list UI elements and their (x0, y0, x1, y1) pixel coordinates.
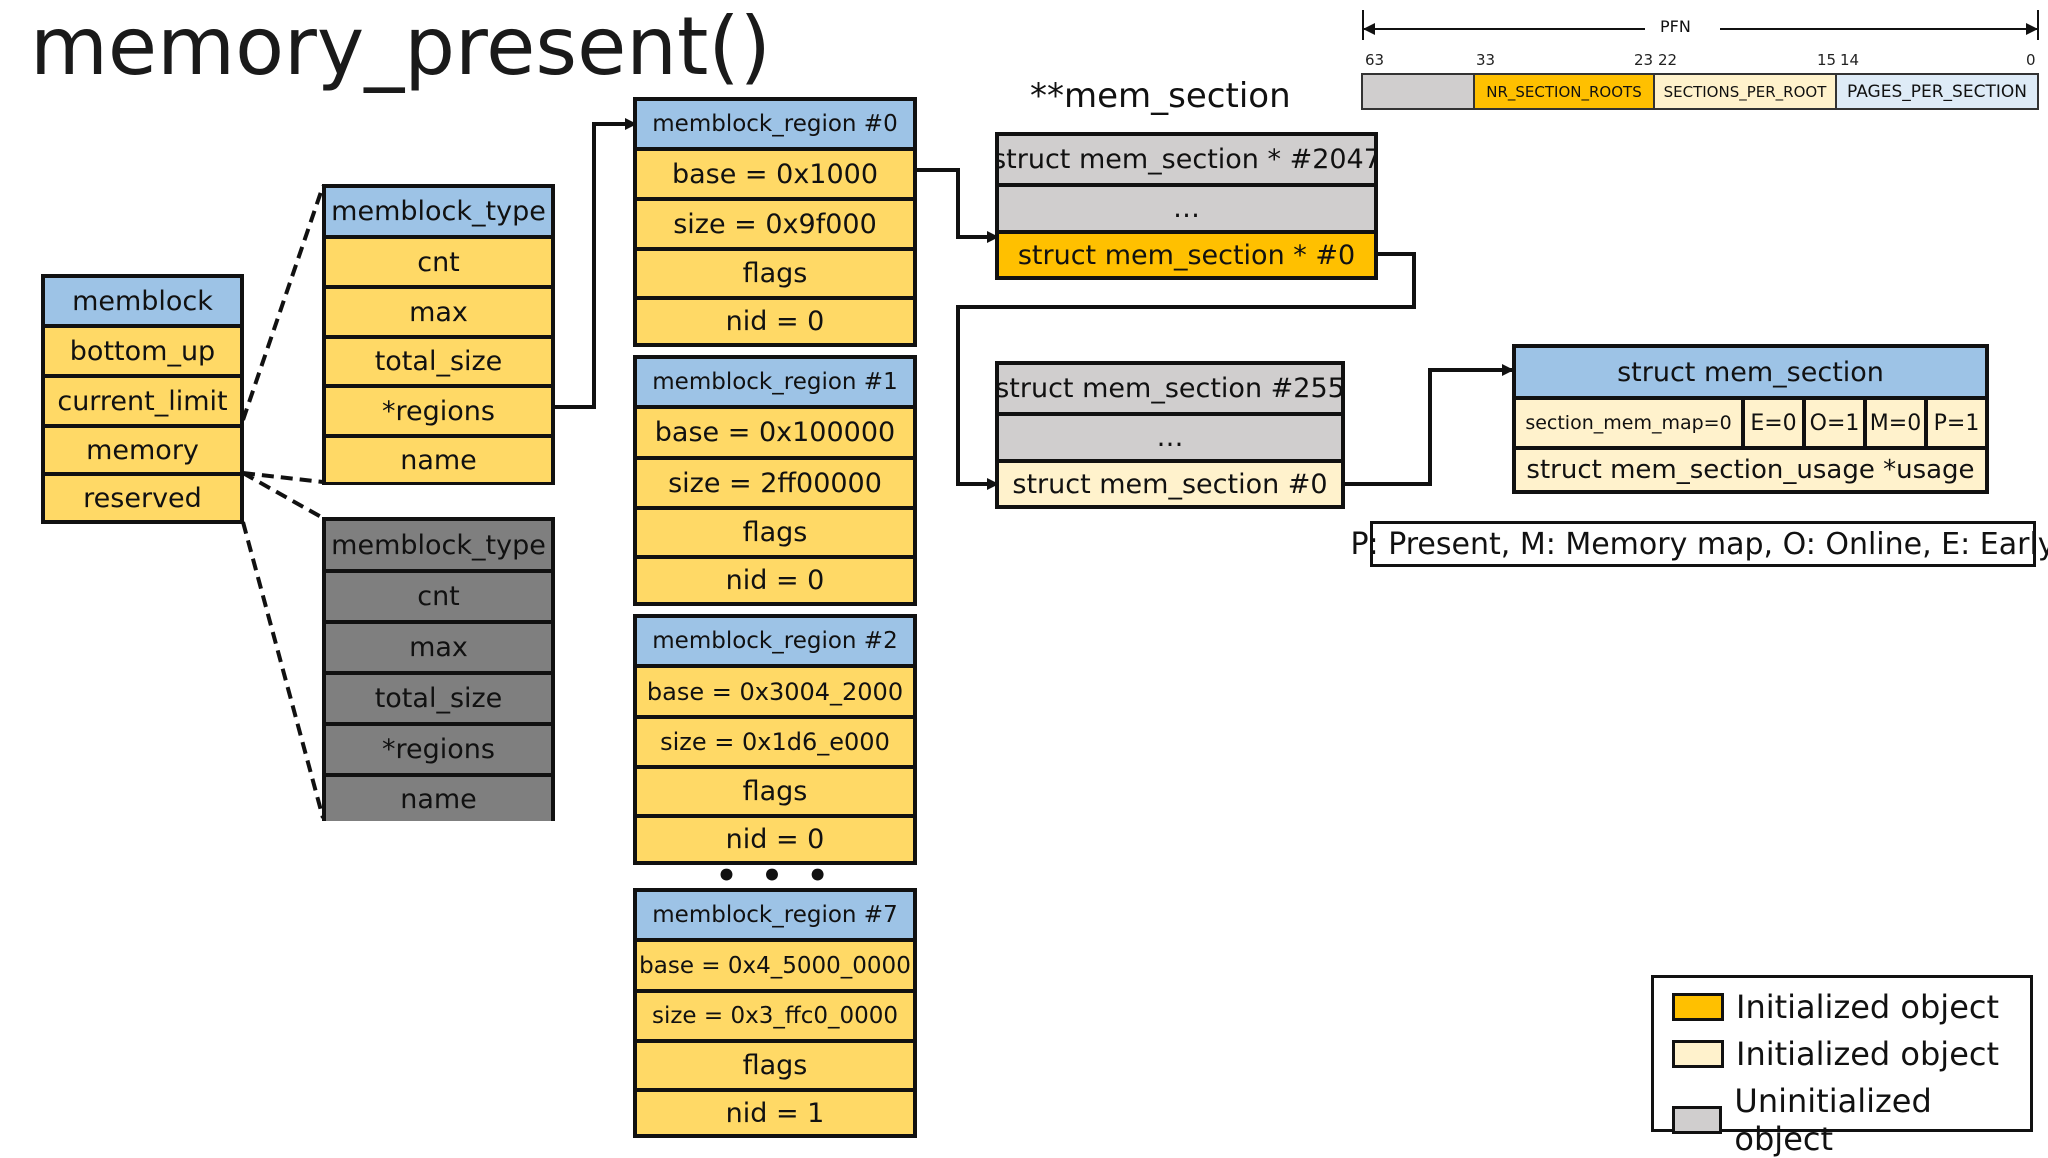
flag-online: O=1 (1802, 400, 1863, 446)
memblock-field-memory: memory (45, 424, 240, 472)
memblock-field-reserved: reserved (45, 472, 240, 520)
memblock-type-field-name: name (326, 773, 551, 821)
pfn-segment-unused (1361, 73, 1475, 110)
region-field-nid: nid = 0 (637, 555, 913, 602)
memblock-type-field-cnt: cnt (326, 235, 551, 285)
flag-memory-map: M=0 (1863, 400, 1924, 446)
memblock-region-7: memblock_region #7 base = 0x4_5000_0000 … (633, 888, 917, 1138)
pfn-label: PFN (1660, 17, 1691, 36)
memblock-struct: memblock bottom_up current_limit memory … (41, 274, 244, 524)
pfn-bit-33: 33 (1476, 51, 1496, 69)
pfn-segment-pages-per-section: PAGES_PER_SECTION (1835, 73, 2039, 110)
pfn-bit-15: 15 (1817, 51, 1837, 69)
struct-mem-section-flags-row: section_mem_map=0 E=0 O=1 M=0 P=1 (1516, 396, 1985, 446)
root-entry-2047: struct mem_section * #2047 (999, 136, 1374, 183)
memblock-type-field-total-size: total_size (326, 335, 551, 384)
memblock-region-1: memblock_region #1 base = 0x100000 size … (633, 355, 917, 606)
root-to-section-arrow (956, 252, 1416, 490)
region-field-base: base = 0x4_5000_0000 (637, 938, 913, 989)
legend-swatch (1672, 1106, 1723, 1134)
legend-swatch (1672, 1040, 1724, 1068)
pfn-bit-14: 14 (1840, 51, 1860, 69)
memory-expand-line-top (241, 185, 325, 421)
struct-mem-section-header: struct mem_section (1516, 348, 1985, 396)
page-title: memory_present() (30, 0, 771, 93)
pfn-bit-0: 0 (2026, 51, 2036, 69)
pfn-bit-22: 22 (1658, 51, 1678, 69)
memblock-type-field-max: max (326, 285, 551, 335)
reserved-expand-line-bottom (241, 521, 325, 819)
memblock-region-2: memblock_region #2 base = 0x3004_2000 si… (633, 614, 917, 865)
memblock-type-field-cnt: cnt (326, 569, 551, 620)
root-entry-ellipsis: … (999, 183, 1374, 230)
region-field-flags: flags (637, 1039, 913, 1088)
memblock-type-field-regions: *regions (326, 722, 551, 773)
legend-label: Uninitialized object (1734, 1082, 1932, 1158)
pfn-segment-sections-per-root: SECTIONS_PER_ROOT (1653, 73, 1837, 110)
root-entry-0: struct mem_section * #0 (999, 230, 1374, 276)
region-field-size: size = 0x3_ffc0_0000 (637, 989, 913, 1039)
region-header: memblock_region #2 (637, 618, 913, 664)
memory-expand-line-bottom (242, 471, 324, 484)
region-field-size: size = 0x1d6_e000 (637, 715, 913, 765)
pfn-bit-23: 23 (1634, 51, 1654, 69)
section-detail-arrow (1345, 364, 1514, 486)
region-header: memblock_region #7 (637, 892, 913, 938)
legend-item-cream: Initialized object (1672, 1035, 1999, 1073)
mem-section-roots: struct mem_section * #2047 … struct mem_… (995, 132, 1378, 280)
memblock-header: memblock (45, 278, 240, 324)
region-field-base: base = 0x1000 (637, 147, 913, 197)
base-to-root-arrow (917, 168, 999, 243)
color-legend: Initialized object Initialized object Un… (1651, 975, 2033, 1158)
flag-early: E=0 (1741, 400, 1802, 446)
legend-swatch (1672, 993, 1724, 1021)
section-entry-255: struct mem_section #255 (999, 365, 1341, 412)
region-field-base: base = 0x3004_2000 (637, 664, 913, 715)
mem-section-array: struct mem_section #255 … struct mem_sec… (995, 361, 1345, 509)
memblock-type-field-total-size: total_size (326, 671, 551, 722)
region-field-nid: nid = 1 (637, 1088, 913, 1134)
region-field-flags: flags (637, 247, 913, 296)
region-field-nid: nid = 0 (637, 296, 913, 343)
flag-present: P=1 (1924, 400, 1985, 446)
memblock-type-field-name: name (326, 434, 551, 482)
memblock-type-field-regions: *regions (326, 384, 551, 434)
memblock-region-0: memblock_region #0 base = 0x1000 size = … (633, 97, 917, 347)
region-field-size: size = 0x9f000 (637, 197, 913, 247)
region-field-base: base = 0x100000 (637, 405, 913, 456)
memblock-type-memory: memblock_type cnt max total_size *region… (322, 184, 555, 485)
memblock-field-current-limit: current_limit (45, 374, 240, 424)
struct-mem-section: struct mem_section section_mem_map=0 E=0… (1512, 344, 1989, 494)
regions-pointer-arrow (555, 118, 637, 409)
region-header: memblock_region #1 (637, 359, 913, 405)
region-field-nid: nid = 0 (637, 814, 913, 861)
region-field-flags: flags (637, 765, 913, 814)
section-entry-ellipsis: … (999, 412, 1341, 459)
memblock-type-header: memblock_type (326, 521, 551, 569)
section-mem-map-field: section_mem_map=0 (1525, 412, 1732, 434)
pfn-bit-63: 63 (1365, 51, 1385, 69)
legend-label: Initialized object (1736, 1035, 2000, 1073)
memblock-type-reserved: memblock_type cnt max total_size *region… (322, 517, 555, 821)
legend-label: Initialized object (1736, 988, 2000, 1026)
memblock-field-bottom-up: bottom_up (45, 324, 240, 374)
memblock-type-header: memblock_type (326, 188, 551, 235)
pfn-segment-nr-section-roots: NR_SECTION_ROOTS (1473, 73, 1655, 110)
region-field-flags: flags (637, 506, 913, 555)
struct-mem-section-usage: struct mem_section_usage *usage (1516, 446, 1985, 490)
region-header: memblock_region #0 (637, 101, 913, 147)
section-entry-0: struct mem_section #0 (999, 459, 1341, 505)
flag-legend-note: P: Present, M: Memory map, O: Online, E:… (1350, 521, 2048, 567)
legend-item-orange: Initialized object (1672, 988, 1999, 1026)
reserved-expand-line-top (242, 471, 324, 520)
memblock-type-field-max: max (326, 620, 551, 671)
legend-item-gray: Uninitialized object (1672, 1082, 2030, 1158)
mem-section-label: **mem_section (1030, 76, 1291, 116)
region-field-size: size = 2ff00000 (637, 456, 913, 506)
